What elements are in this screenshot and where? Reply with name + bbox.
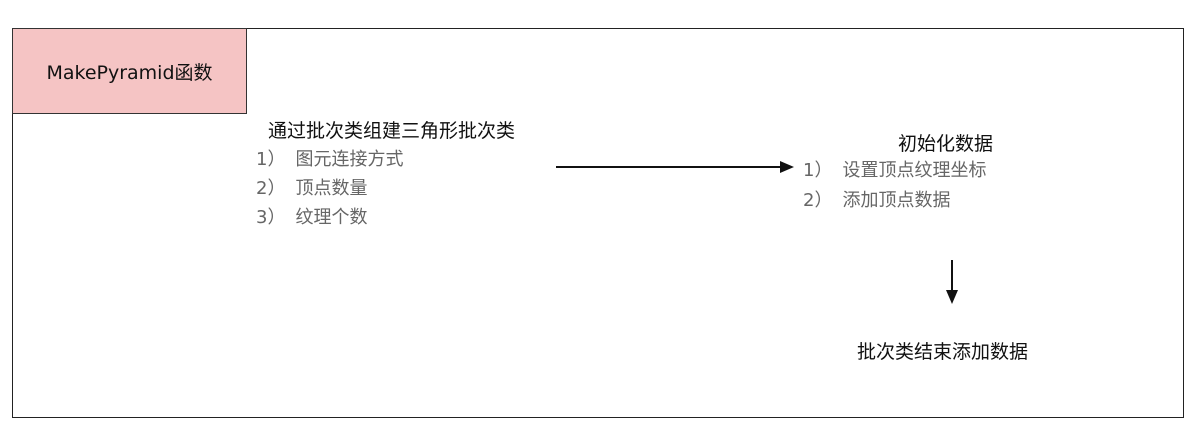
right-item-2-text: 添加顶点数据: [842, 190, 951, 211]
left-item-1-text: 图元连接方式: [295, 149, 404, 170]
right-item-1-text: 设置顶点纹理坐标: [842, 160, 987, 181]
right-item-1-num: 1）: [803, 160, 833, 181]
left-heading: 通过批次类组建三角形批次类: [268, 120, 516, 142]
diagram-frame: [12, 28, 1184, 418]
left-item-3-text: 纹理个数: [295, 207, 368, 228]
left-item-2-num: 2）: [256, 178, 286, 199]
right-item-2-num: 2）: [803, 190, 833, 211]
title-label: MakePyramid函数: [46, 61, 213, 84]
right-heading: 初始化数据: [898, 133, 994, 155]
bottom-heading: 批次类结束添加数据: [857, 341, 1029, 363]
title-box: MakePyramid函数: [12, 28, 247, 114]
left-item-2-text: 顶点数量: [295, 178, 368, 199]
left-item-1-num: 1）: [256, 149, 286, 170]
right-item-1: 1） 设置顶点纹理坐标: [803, 156, 986, 182]
right-item-2: 2） 添加顶点数据: [803, 186, 950, 212]
left-item-1: 1） 图元连接方式: [256, 145, 403, 171]
left-item-2: 2） 顶点数量: [256, 174, 367, 200]
left-item-3: 3） 纹理个数: [256, 203, 367, 229]
left-item-3-num: 3）: [256, 207, 286, 228]
